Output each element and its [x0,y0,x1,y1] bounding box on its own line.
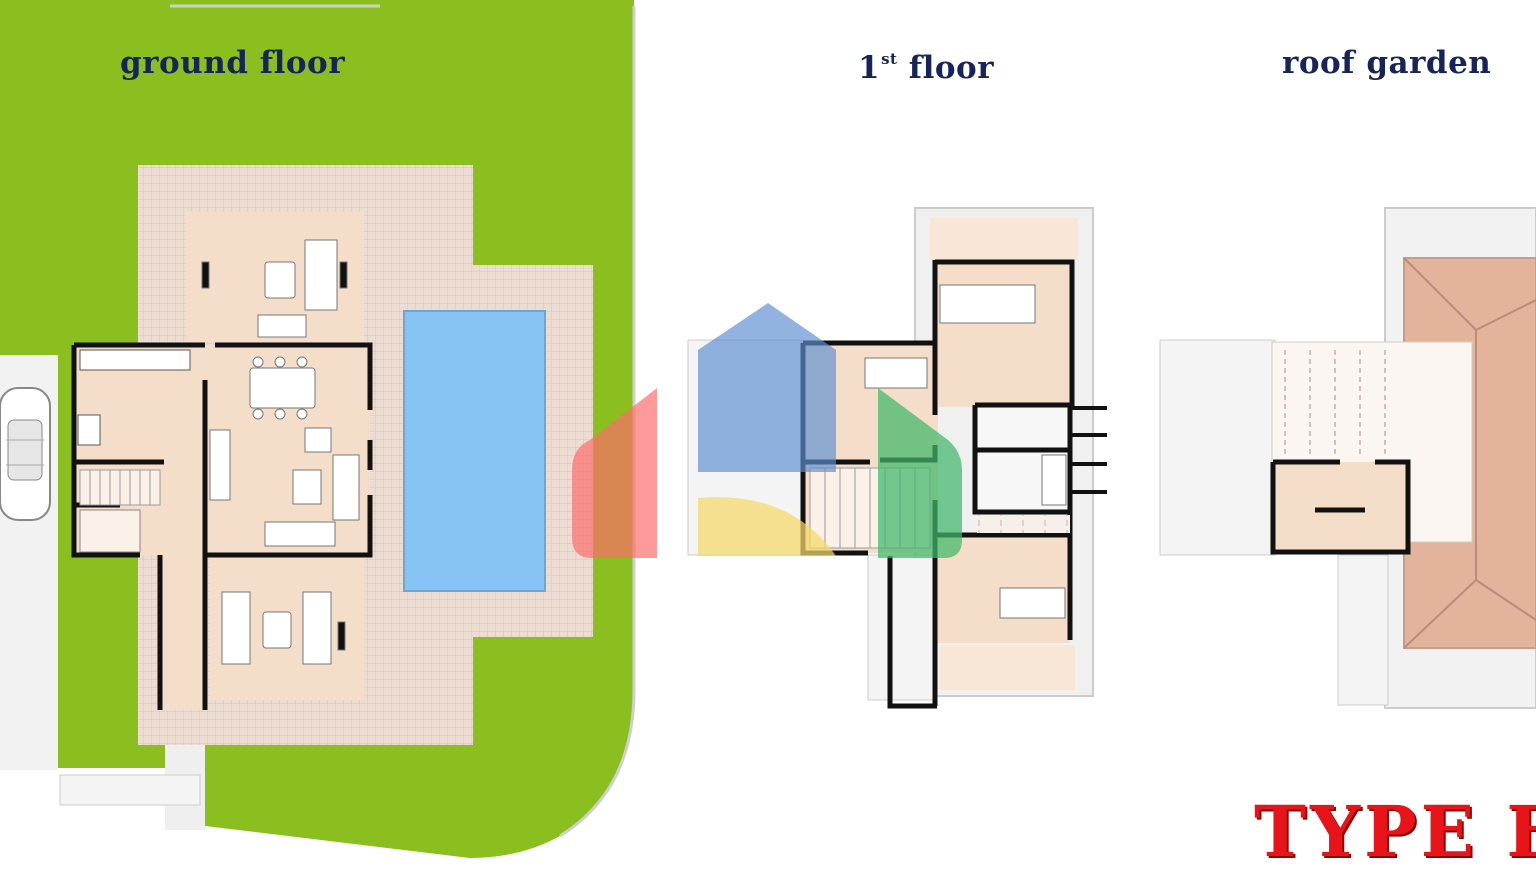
hob [77,414,101,446]
bed-icons [864,284,1066,619]
landing-stairs [977,515,1070,533]
watermark-logo [572,303,962,558]
living-sofa-icon [209,427,360,547]
first-floor-bottom-balcony [940,645,1075,690]
lower-balcony [867,554,937,701]
car-icon [0,387,51,521]
roof-lower-terrace [1337,554,1389,706]
watermark-blue-shape [698,303,836,472]
east-railing [1072,406,1107,494]
north-terrace-furniture [201,239,348,338]
roof-stair-room [1273,462,1408,552]
roof-west-parapet [1159,339,1276,556]
first-floor-ordinal: st [881,50,898,68]
roof-garden-title: roof garden [1282,45,1492,81]
bath-fixtures [1041,454,1067,506]
watermark-yellow-shape [698,497,836,556]
watermark-green-shape [878,388,962,558]
dining-table-icon [249,356,316,420]
kitchen-counter [79,349,191,371]
ground-floor-plan [0,0,636,858]
first-floor-top-balcony [930,218,1078,260]
type-label: TYPE B [1254,790,1536,873]
first-floor-number: 1 [858,50,881,86]
plot-boundary [170,4,636,838]
first-floor-plan [687,207,1107,709]
first-floor-label: floor [908,50,995,86]
roof-garden-plan [1159,207,1536,709]
ground-stair [79,469,161,506]
ground-floor-walls [71,342,373,710]
ground-wc [79,509,141,553]
roof-stair-walls [1270,459,1411,555]
hall-corridor [160,555,208,710]
ground-floor-title: ground floor [120,45,346,81]
master-bedroom [937,262,1072,407]
swimming-pool [403,310,546,592]
watermark-red-shape [572,388,657,558]
south-terrace-furniture [221,591,346,665]
first-floor-title: 1st floor [858,50,994,86]
roof-hips [1403,257,1536,649]
entry-steps [59,774,201,806]
